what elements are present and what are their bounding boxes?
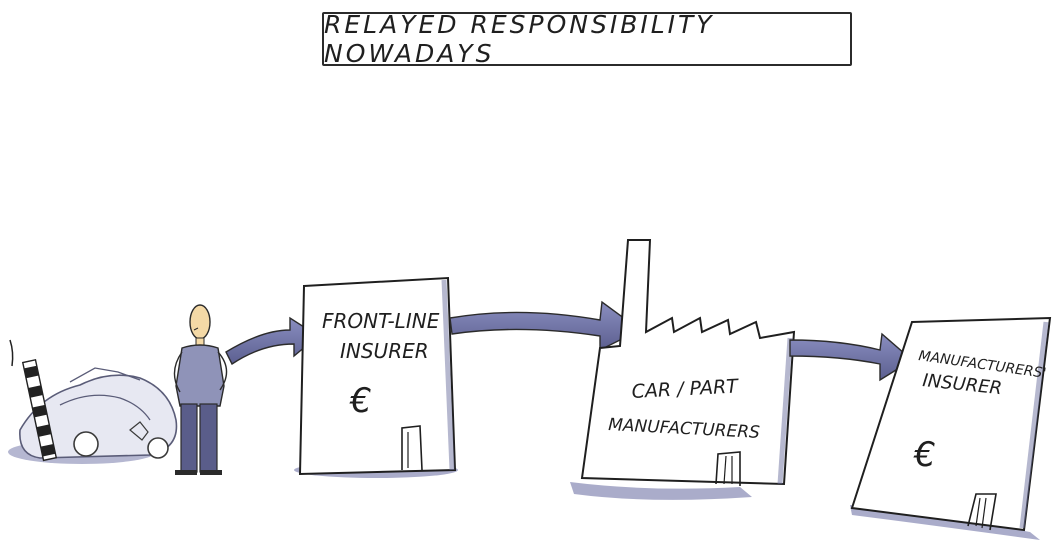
crashed-car	[19, 374, 178, 459]
title-box: RELAYED RESPONSIBILITY NOWADAYS	[322, 10, 852, 68]
euro-symbol: €	[349, 381, 372, 421]
arrow-3	[789, 332, 914, 382]
person-arm	[173, 351, 183, 393]
person-leg	[180, 403, 198, 473]
door	[715, 451, 741, 486]
arrow-2	[449, 300, 642, 352]
car-wheel	[147, 437, 169, 459]
door	[401, 425, 423, 471]
front-line-insurer-building: FRONT-LINE INSURER €	[298, 276, 457, 476]
car-part-factory: CAR / PART MANUFACTURERS	[580, 239, 796, 486]
crash-scene	[9, 339, 178, 462]
driver-figure	[173, 304, 228, 475]
person-leg	[199, 403, 218, 473]
barrier-post	[21, 359, 58, 462]
person-head	[189, 304, 211, 340]
person-shirt	[175, 344, 225, 407]
car-wheel	[73, 431, 99, 457]
front-line-insurer-label-1: FRONT-LINE	[322, 309, 440, 333]
manufacturers-insurer-building: MANUFACTURERS' INSURER €	[850, 316, 1052, 532]
door	[967, 493, 997, 531]
euro-symbol: €	[913, 435, 936, 475]
person-arm	[217, 351, 228, 391]
front-line-insurer-label-2: INSURER	[340, 339, 429, 363]
